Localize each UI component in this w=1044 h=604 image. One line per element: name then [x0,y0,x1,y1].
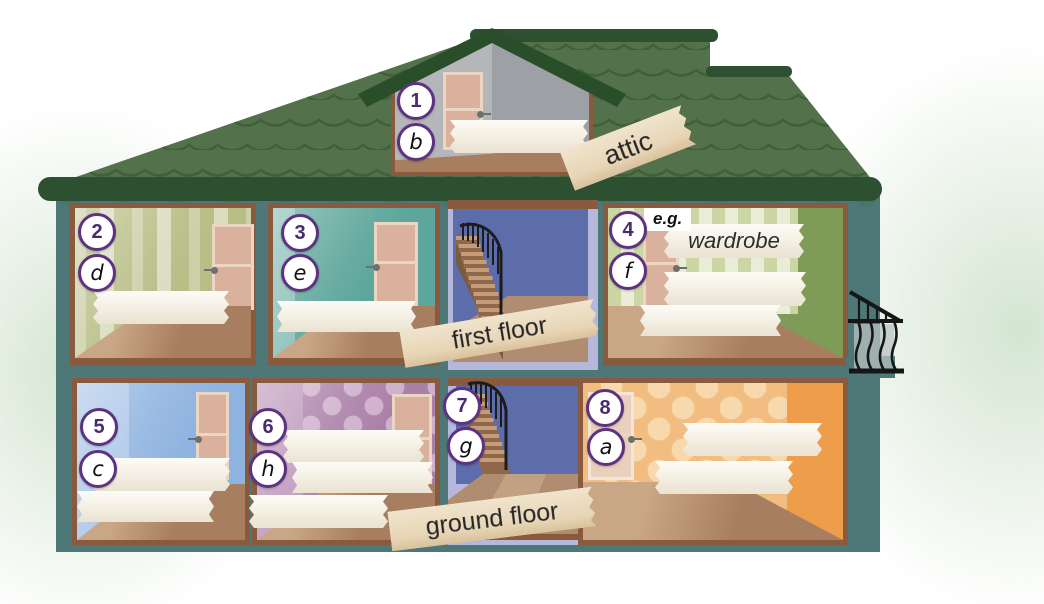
answer-slot[interactable] [283,430,424,463]
room-number-badge: 3 [281,214,319,252]
answer-slot[interactable] [77,491,214,522]
room-letter-badge: h [249,450,287,488]
room-letter-badge: f [609,252,647,290]
answer-slot[interactable] [292,462,433,493]
room-letter-badge: g [447,427,485,465]
door-handle-icon [628,436,642,443]
door-handle-icon [188,436,202,443]
ridge-cap-lower [706,66,792,77]
eave-band [38,177,882,201]
room-letter-badge: d [78,254,116,292]
balcony [846,290,904,378]
stair-railing [467,381,508,470]
room-number-badge: 5 [80,408,118,446]
door-handle-icon [204,267,218,274]
room-number-badge: 1 [397,82,435,120]
balcony-railing [848,290,904,374]
answer-slot[interactable] [664,272,806,306]
room-letter-badge: b [397,123,435,161]
answer-slot[interactable] [640,305,781,336]
answer-slot[interactable] [93,291,229,324]
room-letter-badge: a [587,428,625,466]
ridge-cap [470,29,718,42]
room-3-door [366,222,418,306]
room-8: 8 a [578,378,848,545]
room-number-badge: 6 [249,408,287,446]
door-handle-icon [366,264,380,271]
room-number-badge: 7 [443,387,481,425]
answer-slot[interactable] [249,495,388,528]
answer-slot[interactable] [683,423,822,456]
room-number-badge: 2 [78,213,116,251]
answer-slot[interactable] [655,461,793,494]
room-letter-badge: e [281,254,319,292]
answer-slot[interactable] [450,120,588,153]
example-label: e.g. [644,208,692,231]
room-number-badge: 4 [609,211,647,249]
door-handle-icon [477,111,491,118]
door-handle-icon [673,265,687,272]
room-5: 5 c [72,378,250,545]
room-number-badge: 8 [586,389,624,427]
stair-railing [459,222,503,322]
room-letter-badge: c [79,450,117,488]
wall-accent [787,383,843,540]
room-2: 2 d [70,203,256,366]
room-4: e.g. wardrobe 4 f [603,203,848,366]
answer-slot[interactable] [277,301,416,332]
dormer-gable-roof [358,28,626,107]
